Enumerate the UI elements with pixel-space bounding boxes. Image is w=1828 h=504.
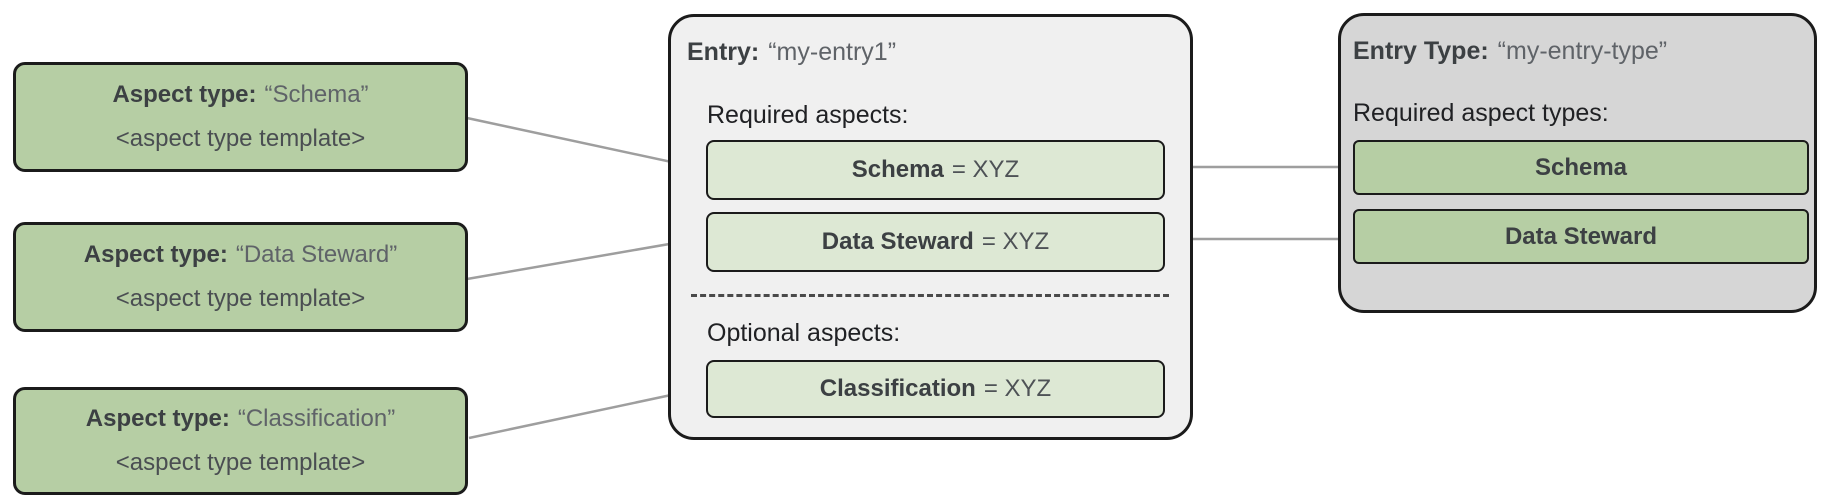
entry-type-title-value: “my-entry-type” (1497, 37, 1668, 65)
optional-aspects-label: Optional aspects: (707, 319, 901, 347)
entry-title: Entry: “my-entry1” (687, 37, 896, 67)
aspect-type-card-schema: Aspect type: “Schema” <aspect type templa… (13, 62, 468, 172)
required-aspects-label: Required aspects: (707, 101, 909, 129)
entry-title-value: “my-entry1” (768, 38, 897, 66)
aspect-value: = XYZ (951, 156, 1020, 183)
required-optional-divider (691, 294, 1169, 297)
required-aspect-type-schema: Schema (1353, 140, 1809, 195)
required-aspect-schema: Schema = XYZ (706, 140, 1165, 200)
aspect-name: Schema (851, 156, 944, 183)
entry-type-title: Entry Type: “my-entry-type” (1353, 36, 1667, 66)
aspect-type-title: Aspect type: “Schema” (112, 79, 368, 111)
aspect-type-template: <aspect type template> (115, 449, 366, 476)
aspect-type-name: “Data Steward” (235, 241, 398, 268)
aspect-type-label: Aspect type: (85, 405, 230, 432)
aspect-type-template: <aspect type template> (115, 125, 366, 152)
entry-type-card: Entry Type: “my-entry-type” Required aspe… (1338, 13, 1817, 313)
entry-title-label: Entry: (687, 38, 760, 66)
optional-aspect-classification: Classification = XYZ (706, 360, 1165, 418)
entry-card: Entry: “my-entry1” Required aspects: Sche… (668, 14, 1193, 440)
required-aspect-type-data-steward: Data Steward (1353, 209, 1809, 264)
aspect-type-name: “Classification” (237, 405, 396, 432)
required-aspect-types-label: Required aspect types: (1353, 99, 1609, 127)
aspect-type-card-classification: Aspect type: “Classification” <aspect typ… (13, 387, 468, 495)
aspect-type-template: <aspect type template> (115, 285, 366, 312)
entry-type-title-label: Entry Type: (1353, 37, 1489, 65)
aspect-type-card-data-steward: Aspect type: “Data Steward” <aspect type … (13, 222, 468, 332)
aspect-value: = XYZ (983, 375, 1052, 402)
aspect-type-label: Aspect type: (112, 81, 257, 108)
aspect-value: = XYZ (981, 228, 1050, 255)
aspect-type-label: Aspect type: (83, 241, 228, 268)
aspect-name: Classification (819, 375, 976, 402)
aspect-type-title: Aspect type: “Classification” (86, 403, 395, 435)
aspect-type-name: “Schema” (264, 81, 369, 108)
aspect-name: Data Steward (821, 228, 974, 255)
required-aspect-data-steward: Data Steward = XYZ (706, 212, 1165, 272)
aspect-type-title: Aspect type: “Data Steward” (84, 239, 397, 271)
